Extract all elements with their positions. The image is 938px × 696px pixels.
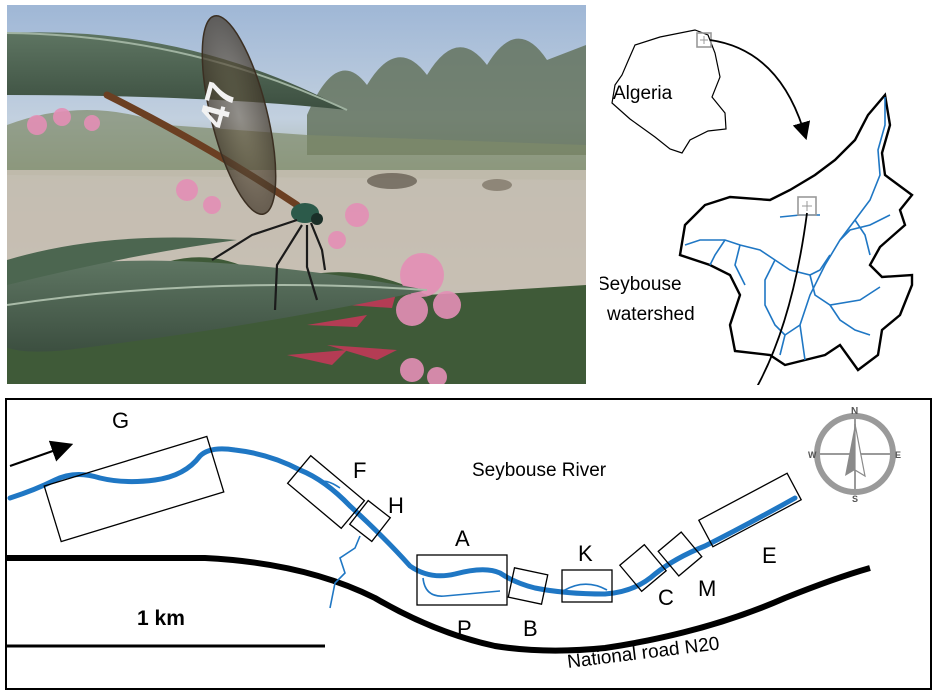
compass-south: S <box>852 494 858 504</box>
watershed-label-line2: watershed <box>606 304 695 325</box>
site-box-B <box>507 567 549 605</box>
site-label-M: M <box>698 576 716 601</box>
locator-map: Algeria Seybouse watershed <box>597 25 930 449</box>
compass-west: W <box>808 450 817 460</box>
site-label-E: E <box>762 543 777 568</box>
site-label-F: F <box>353 458 366 483</box>
watershed-outline <box>678 92 914 372</box>
arrow-to-watershed <box>709 39 811 141</box>
flow-direction-arrow <box>9 440 74 468</box>
damselfly-photo: 47 <box>7 5 586 384</box>
site-box-H <box>348 499 392 543</box>
national-road <box>7 555 871 654</box>
site-box-E <box>697 472 803 548</box>
site-box-A <box>416 554 508 606</box>
site-label-A: A <box>455 526 470 551</box>
compass-needle-icon <box>845 424 855 476</box>
river-label: Seybouse River <box>472 460 607 481</box>
algeria-outline <box>611 29 727 154</box>
site-label-B: B <box>523 616 538 641</box>
scale-label: 1 km <box>137 607 185 630</box>
site-label-C: C <box>658 585 674 610</box>
site-box-G <box>43 435 225 543</box>
site-label-H: H <box>388 493 404 518</box>
reach-map-panel: 1 km G F H A P B K C M E <box>5 398 932 690</box>
compass-north: N <box>851 406 858 417</box>
side-channel-A <box>422 577 501 597</box>
site-box-C <box>618 543 668 593</box>
site-label-P: P <box>457 616 472 641</box>
site-box-K <box>561 569 613 603</box>
compass-east: E <box>895 450 901 460</box>
watershed-label-line1: Seybouse <box>600 274 682 295</box>
watershed-streams <box>684 97 891 361</box>
site-box-F <box>286 454 366 530</box>
side-channel-K <box>562 583 608 592</box>
algeria-label: Algeria <box>613 83 673 104</box>
compass-rose: N S E W <box>808 406 901 504</box>
site-box-M <box>657 531 703 577</box>
site-label-K: K <box>578 541 593 566</box>
site-label-G: G <box>112 408 129 433</box>
tributary-stream <box>329 535 361 609</box>
seybouse-river <box>7 446 798 597</box>
